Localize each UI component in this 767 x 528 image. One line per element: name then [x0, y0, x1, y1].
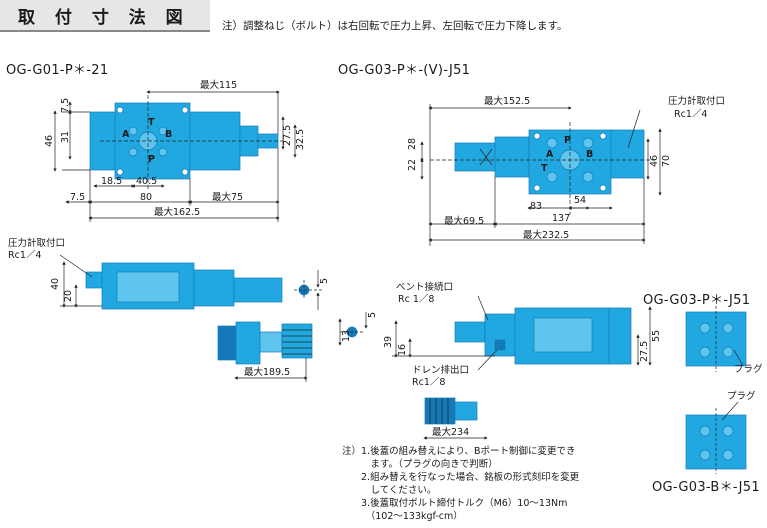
model-label-g03b: OG-G03-B＊-J51: [652, 480, 760, 495]
dim-g01-162-5: 最大162.5: [154, 207, 201, 218]
dim-g01-75: 最大75: [212, 192, 244, 203]
port-label-g01-t: T: [148, 117, 155, 128]
g03-drain-port-thread: Rc1／8: [412, 377, 446, 388]
port-label-g03-t: T: [541, 163, 548, 174]
g03-drain-port-label: ドレン排出口: [412, 365, 470, 376]
g03-gauge-port-thread: Rc1／4: [674, 109, 708, 120]
g03-vent-port-thread: Rc 1／8: [398, 294, 435, 305]
dim-g01-31: 31: [60, 130, 71, 143]
port-label-g01-b: B: [165, 129, 173, 140]
dim-g01-7-5b: 7.5: [70, 192, 86, 203]
dim-g01-80: 80: [140, 192, 153, 203]
dim-g03-16: 16: [397, 343, 408, 356]
note-line: 2.組み替えを行なった場合、銘板の形式刻印を変更: [342, 472, 580, 483]
dim-g03-22: 22: [407, 158, 418, 171]
g03-side-view: [338, 295, 652, 440]
model-label-g03p: OG-G03-P＊-J51: [643, 293, 751, 308]
model-label-g01: OG-G01-P＊-21: [6, 63, 109, 78]
dim-g01-46: 46: [44, 134, 55, 147]
note-line: 3.後蓋取付ボルト締付トルク（M6）10～13Nm: [342, 498, 568, 509]
port-label-g01-p: P: [148, 154, 155, 165]
model-label-g03v: OG-G03-P＊-(V)-J51: [338, 63, 471, 78]
dim-g03-28: 28: [407, 137, 418, 150]
dim-g01-20: 20: [63, 289, 74, 302]
dim-g01-40: 40: [50, 277, 61, 290]
header-note: 注）調整ねじ（ボルト）は右回転で圧力上昇、左回転で圧力下降します。: [222, 20, 568, 32]
dim-g01-189-5: 最大189.5: [244, 367, 291, 378]
g01-gauge-port-label: 圧力計取付口: [8, 238, 66, 249]
g01-side-view: [59, 254, 324, 382]
dim-g03-55: 55: [651, 329, 662, 342]
dim-g01-7-5a: 7.5: [60, 97, 71, 113]
dim-g03-70: 70: [661, 154, 672, 167]
note-line: ます。（プラグの向きで判断）: [342, 459, 498, 470]
g03-vent-port-label: ベント接続口: [396, 282, 454, 293]
note-line: してください。: [342, 485, 437, 496]
g01-top-view: [53, 90, 297, 222]
plug-label-p: プラグ: [734, 364, 763, 375]
notes-block: 注）1.後蓋の組み替えにより、Bポート制御に変更でき ます。（プラグの向きで判断…: [342, 445, 579, 523]
note-line: 注）1.後蓋の組み替えにより、Bポート制御に変更でき: [342, 446, 576, 457]
title-bar: 取 付 寸 法 図: [0, 0, 210, 32]
dim-g03-46: 46: [649, 154, 660, 167]
g03-gauge-port-label: 圧力計取付口: [668, 96, 726, 107]
dim-g01-115: 最大115: [200, 80, 238, 91]
dim-g01-32-5: 32.5: [295, 128, 306, 150]
dim-g01-18-5: 18.5: [101, 176, 123, 187]
dim-g03-13: 13: [341, 329, 352, 342]
dim-g03-5: 5: [367, 311, 378, 318]
dim-g03-39: 39: [383, 335, 394, 348]
dim-g01-40-5: 40.5: [136, 176, 158, 187]
dim-g03-54: 54: [574, 195, 587, 206]
note-line: （102～133kgf-cm）: [342, 511, 463, 522]
g03-plug-b-view: [685, 401, 747, 474]
plug-label-b: プラグ: [727, 391, 756, 402]
g01-gauge-port-thread: Rc1／4: [8, 250, 42, 261]
dim-g01-27-5: 27.5: [282, 124, 293, 146]
g03-plug-p-view: [685, 306, 747, 372]
dim-g03-234: 最大234: [432, 427, 470, 438]
g03-top-view: [420, 104, 662, 246]
dim-g03-27-5: 27.5: [639, 340, 650, 362]
port-label-g03-a: A: [546, 149, 554, 160]
port-label-g03-b: B: [586, 149, 594, 160]
port-label-g01-a: A: [122, 129, 130, 140]
page-title: 取 付 寸 法 図: [18, 7, 190, 28]
dim-g03-137: 137: [552, 213, 571, 224]
port-label-g03-p: P: [564, 135, 571, 146]
dim-g03-83: 83: [530, 201, 543, 212]
dim-g03-69-5: 最大69.5: [444, 216, 485, 227]
dim-g03-232-5: 最大232.5: [523, 230, 570, 241]
dim-g03-152-5: 最大152.5: [484, 96, 531, 107]
dim-g01-5: 5: [319, 277, 330, 284]
